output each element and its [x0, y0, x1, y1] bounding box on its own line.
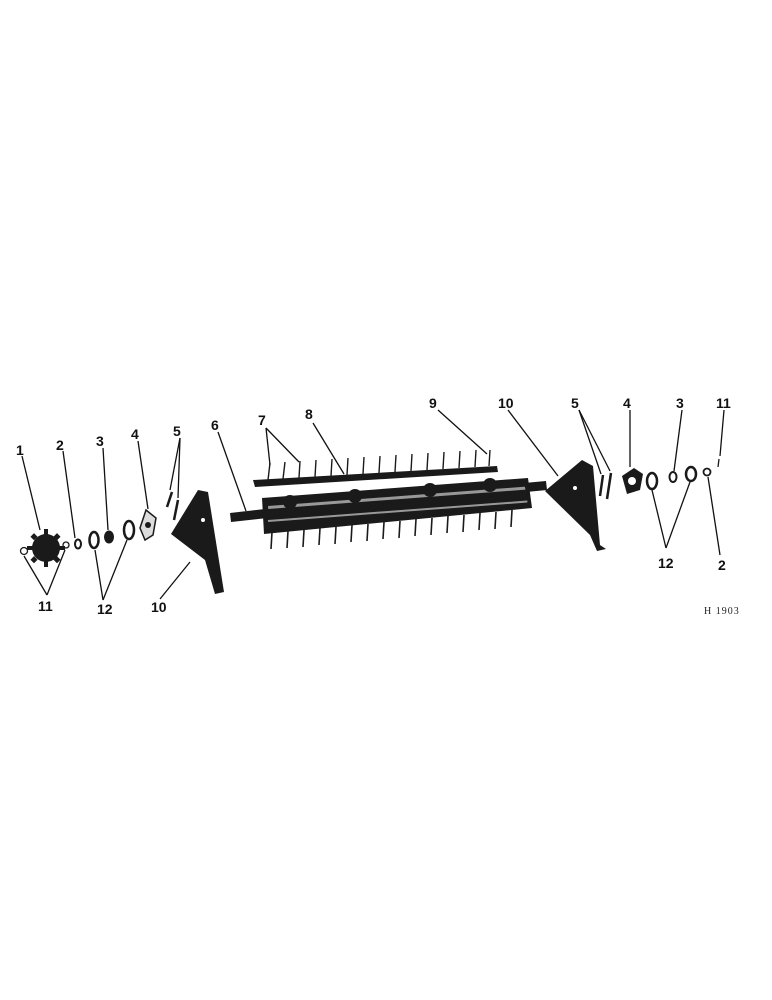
washer-part	[88, 530, 100, 550]
callout-10: 10	[151, 599, 167, 615]
callout-4: 4	[623, 395, 631, 411]
side-plate-part	[171, 490, 224, 594]
bolt-part	[172, 499, 180, 521]
cylinder-part	[230, 478, 547, 550]
callout-1: 1	[16, 442, 24, 458]
bolt-part	[605, 472, 613, 500]
callout-3: 3	[96, 433, 104, 449]
pin-part	[717, 458, 720, 468]
bolt-part	[598, 474, 605, 497]
bearing-part	[668, 471, 678, 483]
callout-11: 11	[716, 395, 731, 411]
pin-part	[19, 546, 29, 556]
flange-part	[139, 508, 157, 542]
washer-part	[645, 471, 659, 491]
callout-9: 9	[429, 395, 437, 411]
bearing-part	[104, 530, 114, 544]
callout-2: 2	[718, 557, 726, 573]
finger-strip-part	[253, 449, 498, 487]
collar-part	[74, 538, 82, 550]
drawing-code: H 1903	[704, 606, 740, 617]
callout-6: 6	[211, 417, 219, 433]
leader-lines	[21, 409, 725, 601]
callout-8: 8	[305, 406, 313, 422]
callout-7: 7	[258, 412, 266, 428]
callout-10: 10	[498, 395, 514, 411]
callout-5: 5	[173, 423, 181, 439]
bolt-part	[165, 491, 174, 508]
callout-12: 12	[658, 555, 674, 571]
flange-part	[622, 468, 643, 494]
callout-12: 12	[97, 601, 113, 617]
collar-part	[702, 467, 712, 477]
callout-4: 4	[131, 426, 139, 442]
pin-part	[62, 541, 70, 549]
callout-3: 3	[676, 395, 684, 411]
washer-part	[684, 465, 698, 483]
callout-11: 11	[38, 598, 53, 614]
sprocket-part	[27, 529, 65, 567]
callout-5: 5	[571, 395, 579, 411]
callout-2: 2	[56, 437, 64, 453]
washer-part	[122, 519, 136, 541]
side-plate-part	[545, 460, 606, 551]
